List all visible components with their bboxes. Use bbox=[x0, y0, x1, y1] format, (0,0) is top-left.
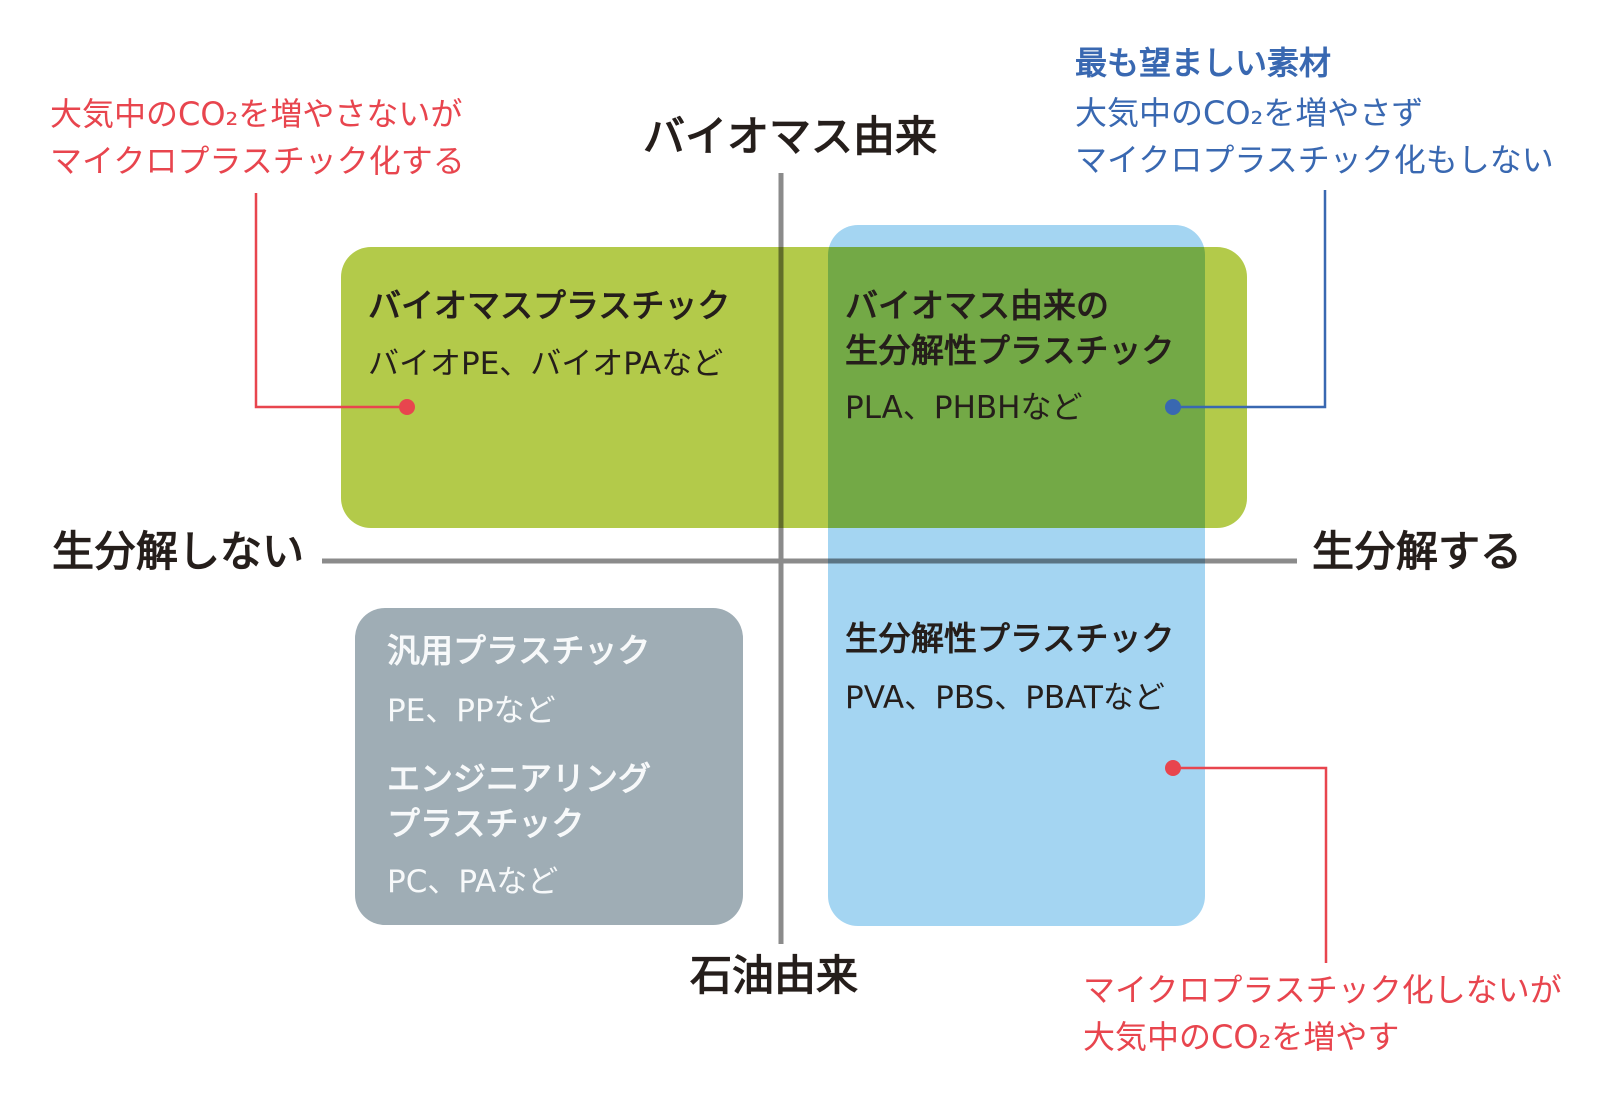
annotation-top-right-line1: 大気中のCO₂を増やさず bbox=[1075, 94, 1424, 132]
axis-label-top: バイオマス由来 bbox=[643, 112, 938, 161]
quadrant-bottom-left-text: 汎用プラスチック PE、PPなど エンジニアリング プラスチック PC、PAなど bbox=[387, 628, 651, 902]
annotation-top-left-line2: マイクロプラスチック化する bbox=[50, 142, 465, 180]
axis-label-left: 生分解しない bbox=[52, 527, 305, 576]
quadrant-top-left-text: バイオマスプラスチック バイオPE、バイオPAなど bbox=[368, 283, 730, 384]
axis-label-bottom: 石油由来 bbox=[690, 951, 859, 1000]
engineering-plastics-title-line2: プラスチック bbox=[387, 803, 585, 843]
top-left-connector-line bbox=[254, 193, 407, 409]
bottom-right-connector-line bbox=[1173, 766, 1328, 963]
top-right-connector-dot bbox=[1165, 399, 1181, 415]
engineering-plastics-title-line1: エンジニアリング bbox=[387, 758, 651, 798]
annotation-top-right: 最も望ましい素材 大気中のCO₂を増やさず マイクロプラスチック化もしない bbox=[1075, 40, 1554, 184]
biomass-biodegradable-title-line1: バイオマス由来の bbox=[845, 286, 1109, 325]
engineering-plastics-examples: PC、PAなど bbox=[387, 863, 559, 900]
annotation-bottom-right-line1: マイクロプラスチック化しないが bbox=[1083, 971, 1562, 1009]
axis-label-right: 生分解する bbox=[1312, 527, 1523, 576]
biodegradable-plastics-box bbox=[828, 225, 1205, 926]
biomass-biodegradable-examples: PLA、PHBHなど bbox=[845, 390, 1083, 426]
quadrant-top-right-text: バイオマス由来の 生分解性プラスチック PLA、PHBHなど bbox=[845, 283, 1174, 428]
biomass-plastics-examples: バイオPE、バイオPAなど bbox=[368, 346, 724, 382]
annotation-top-right-line2: マイクロプラスチック化もしない bbox=[1075, 141, 1554, 179]
quadrant-bottom-right-text: 生分解性プラスチック PVA、PBS、PBATなど bbox=[845, 616, 1174, 718]
annotation-bottom-right: マイクロプラスチック化しないが 大気中のCO₂を増やす bbox=[1083, 967, 1562, 1061]
biomass-plastics-title: バイオマスプラスチック bbox=[368, 286, 731, 325]
top-right-connector-line bbox=[1173, 190, 1327, 409]
annotation-bottom-right-line2: 大気中のCO₂を増やす bbox=[1083, 1018, 1400, 1056]
biodegradable-title: 生分解性プラスチック bbox=[845, 619, 1175, 658]
annotation-top-left: 大気中のCO₂を増やさないが マイクロプラスチック化する bbox=[50, 91, 465, 185]
general-purpose-title: 汎用プラスチック bbox=[387, 631, 651, 670]
general-purpose-examples: PE、PPなど bbox=[387, 693, 556, 729]
bottom-right-connector-dot bbox=[1165, 760, 1181, 776]
biodegradable-examples: PVA、PBS、PBATなど bbox=[845, 680, 1165, 716]
top-left-connector-dot bbox=[399, 399, 415, 415]
petroleum-plastics-box bbox=[355, 608, 743, 925]
biomass-biodegradable-title-line2: 生分解性プラスチック bbox=[845, 331, 1175, 370]
annotation-top-right-heading: 最も望ましい素材 bbox=[1075, 44, 1332, 82]
annotation-top-left-line1: 大気中のCO₂を増やさないが bbox=[50, 95, 463, 133]
